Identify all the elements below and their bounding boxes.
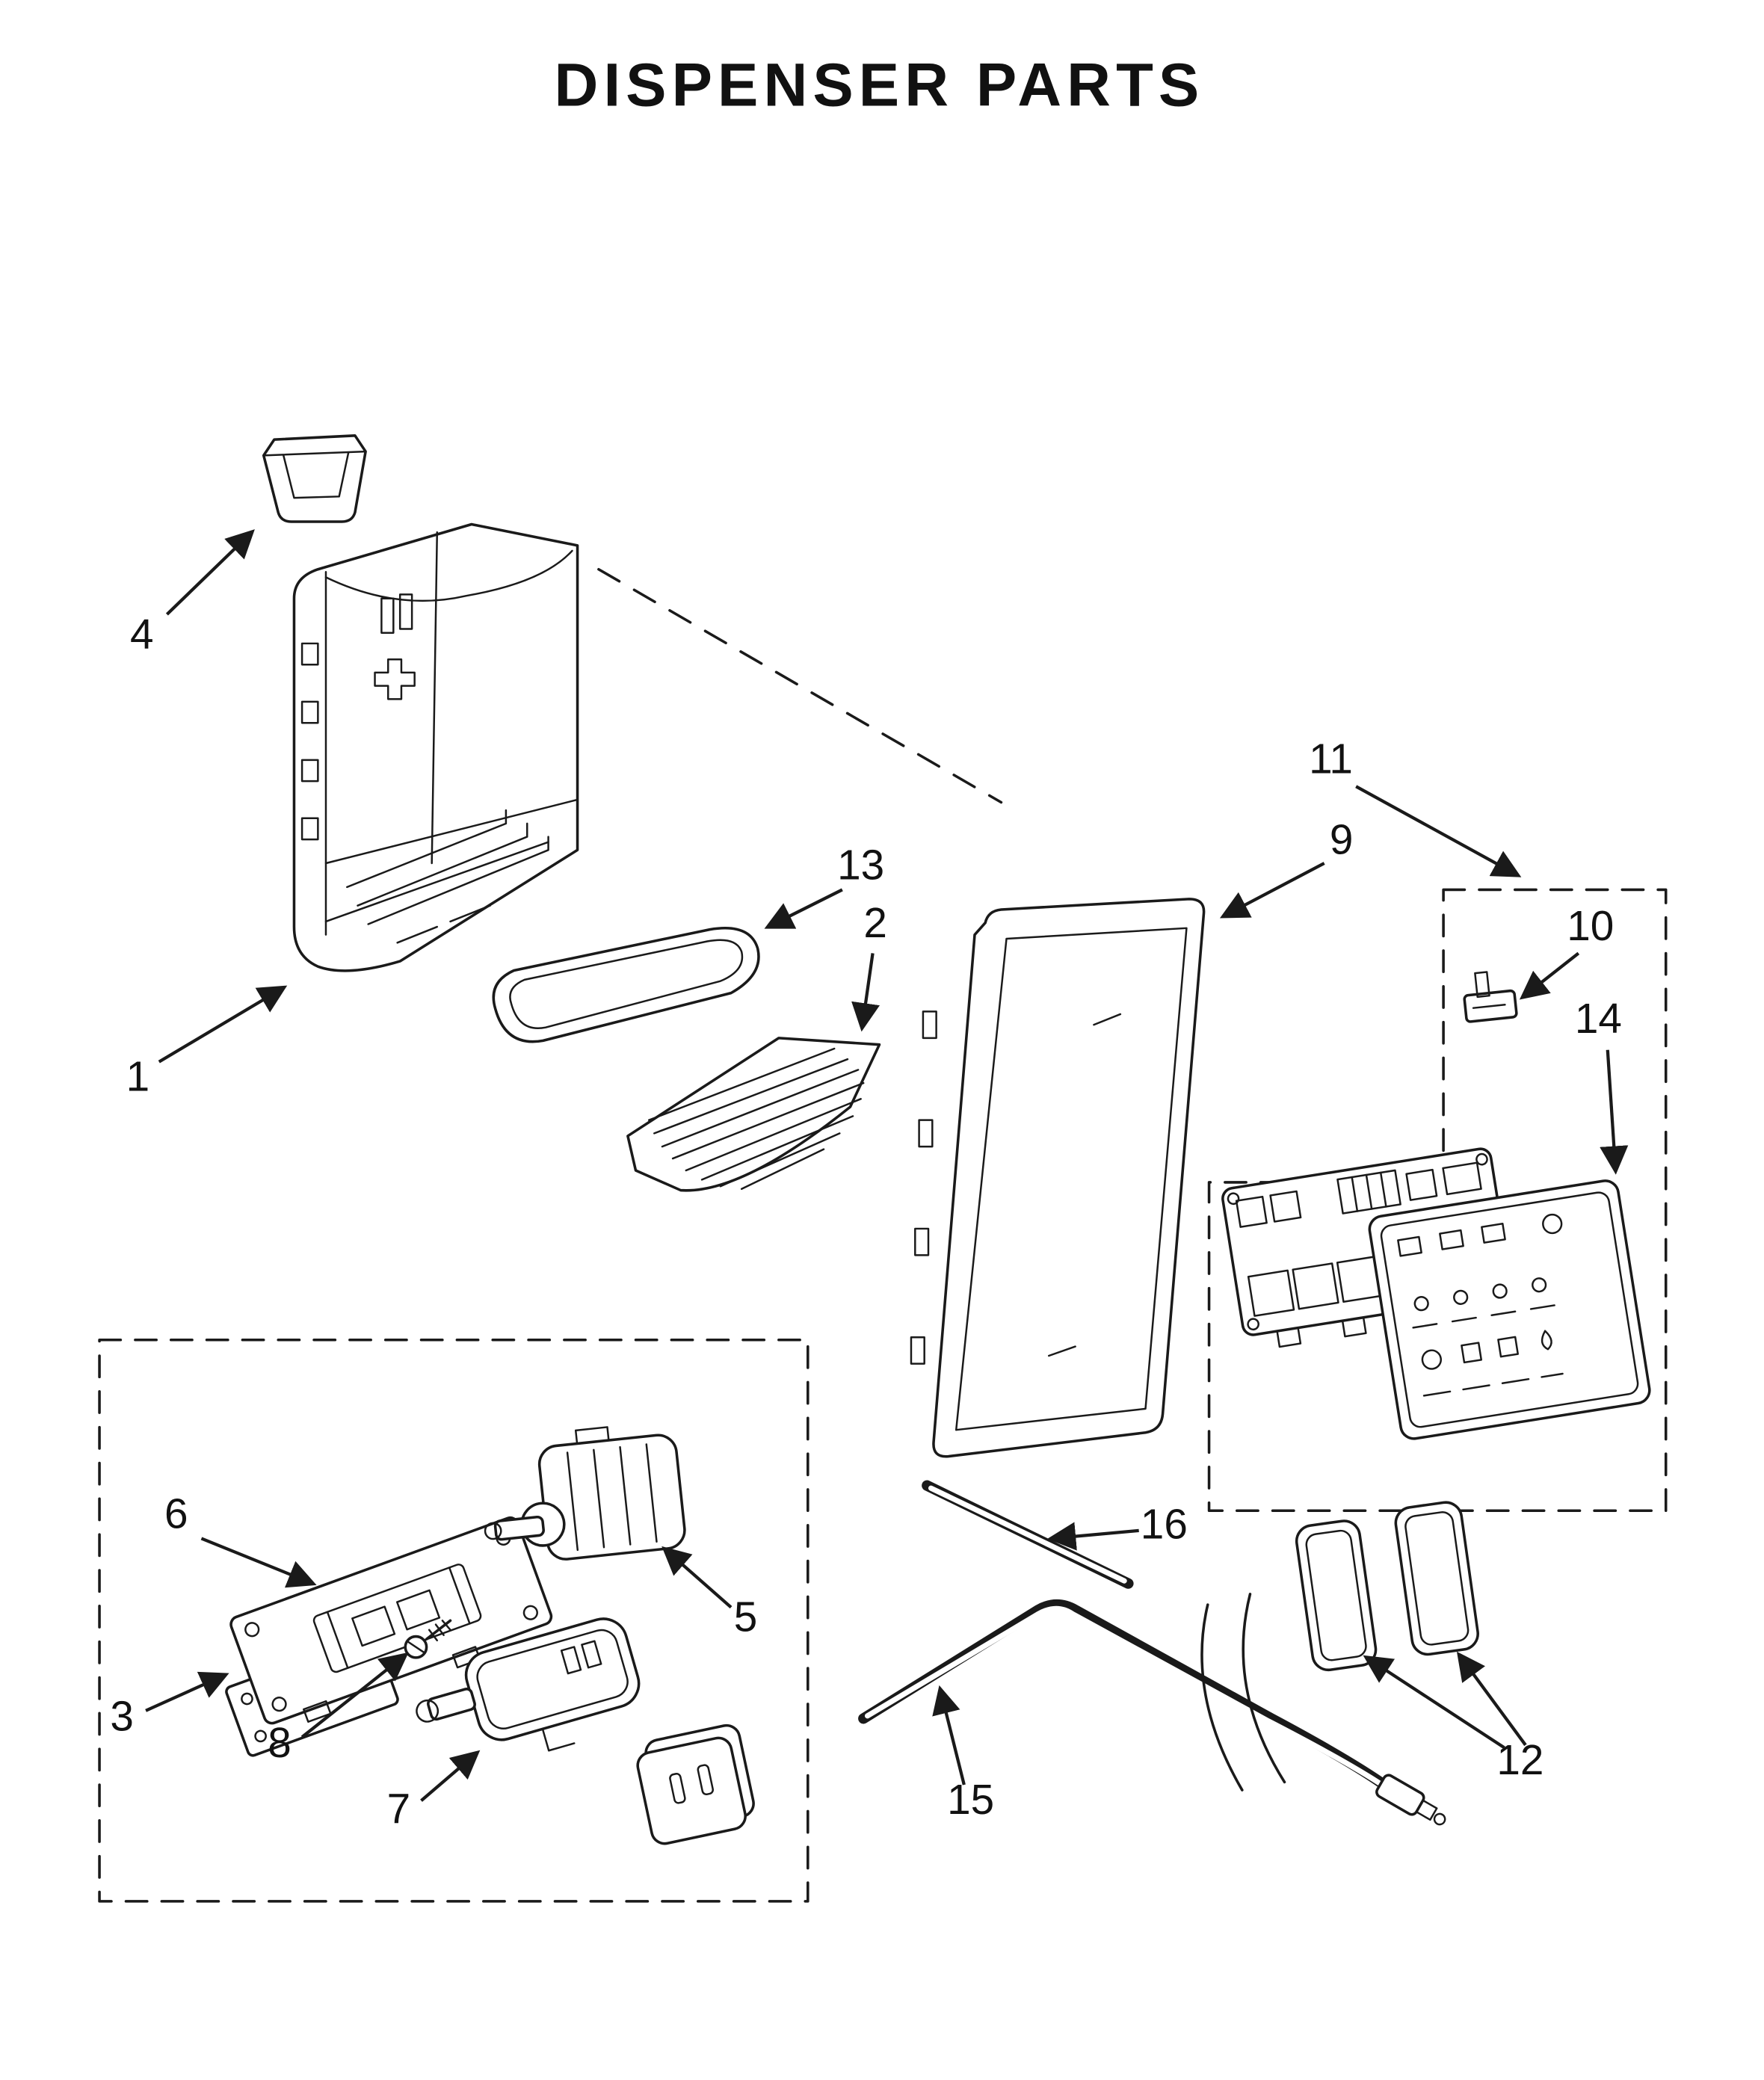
dispenser-housing-part — [292, 522, 579, 972]
callout-4-arrow — [165, 529, 255, 616]
callout-9: 9 — [1219, 817, 1354, 919]
callout-15: 15 — [932, 1685, 994, 1824]
callout-8: 8 — [268, 1652, 409, 1767]
callout-8-arrow — [300, 1652, 409, 1738]
callout-6-label: 6 — [164, 1490, 188, 1537]
callout-13-label: 13 — [837, 842, 884, 889]
callout-1-label: 1 — [126, 1054, 150, 1101]
control-panel-overlay-part — [1368, 1179, 1651, 1440]
callout-9-label: 9 — [1330, 817, 1354, 864]
drip-grille-part — [626, 1037, 881, 1192]
callout-10-label: 10 — [1567, 903, 1614, 950]
callout-12-arrow-right — [1456, 1651, 1527, 1747]
callout-14: 14 — [1575, 996, 1629, 1175]
callout-10: 10 — [1519, 903, 1614, 1000]
callout-5: 5 — [662, 1546, 758, 1641]
callout-16: 16 — [1047, 1501, 1188, 1551]
callout-2: 2 — [851, 900, 887, 1032]
callout-12: 12 — [1363, 1651, 1544, 1784]
callout-10-arrow — [1519, 951, 1580, 1000]
pad-stack-part — [636, 1723, 755, 1845]
callout-1-arrow — [158, 985, 288, 1064]
callout-16-label: 16 — [1141, 1501, 1188, 1548]
funnel-cup-part — [262, 434, 367, 523]
rod-part — [922, 1480, 1134, 1589]
callout-14-label: 14 — [1575, 996, 1622, 1043]
callout-9-arrow — [1219, 862, 1325, 919]
callout-2-label: 2 — [863, 900, 887, 947]
housing-to-panel-dashed-line — [597, 567, 1003, 804]
dispenser-front-panel-part — [910, 898, 1206, 1458]
drip-tray-part — [492, 926, 760, 1043]
dispenser-motor-part — [484, 1426, 686, 1561]
callout-1: 1 — [126, 985, 288, 1101]
callout-6-arrow — [200, 1537, 317, 1588]
mounting-bracket-part — [229, 1516, 553, 1725]
callout-4-label: 4 — [130, 611, 154, 658]
callout-7: 7 — [387, 1750, 481, 1833]
callout-6: 6 — [164, 1490, 317, 1588]
callout-11: 11 — [1309, 736, 1522, 877]
motor-assembly-dashed-region — [98, 1338, 809, 1903]
tube-break-mark — [1242, 1593, 1286, 1784]
clip-part — [1463, 971, 1518, 1023]
callout-2-arrow — [851, 953, 880, 1032]
callout-4: 4 — [130, 529, 255, 658]
pad-part-left — [1295, 1519, 1378, 1672]
callout-15-label: 15 — [947, 1777, 994, 1824]
callout-3: 3 — [110, 1671, 229, 1740]
callout-5-arrow — [662, 1546, 733, 1609]
callout-7-label: 7 — [387, 1786, 411, 1833]
callout-7-arrow — [420, 1750, 481, 1802]
pad-part-right — [1394, 1501, 1479, 1656]
tube-break-mark — [1200, 1603, 1244, 1792]
actuator-part — [416, 1617, 641, 1752]
callout-13: 13 — [764, 842, 884, 929]
callout-16-arrow — [1047, 1522, 1139, 1551]
callout-14-arrow — [1600, 1049, 1629, 1175]
callout-12-arrow-left — [1363, 1655, 1505, 1750]
callout-13-arrow — [764, 888, 843, 929]
callout-3-label: 3 — [110, 1693, 134, 1740]
callout-15-arrow — [932, 1685, 966, 1786]
callout-5-label: 5 — [734, 1593, 758, 1641]
water-tube-part — [858, 1593, 1446, 1826]
screw-part — [404, 1619, 452, 1659]
callout-8-label: 8 — [268, 1720, 292, 1767]
callout-3-arrow — [145, 1671, 229, 1712]
callout-12-label: 12 — [1496, 1737, 1544, 1784]
page-title: DISPENSER PARTS — [555, 52, 1205, 120]
callout-11-label: 11 — [1309, 736, 1353, 783]
callout-11-arrow — [1355, 785, 1522, 877]
